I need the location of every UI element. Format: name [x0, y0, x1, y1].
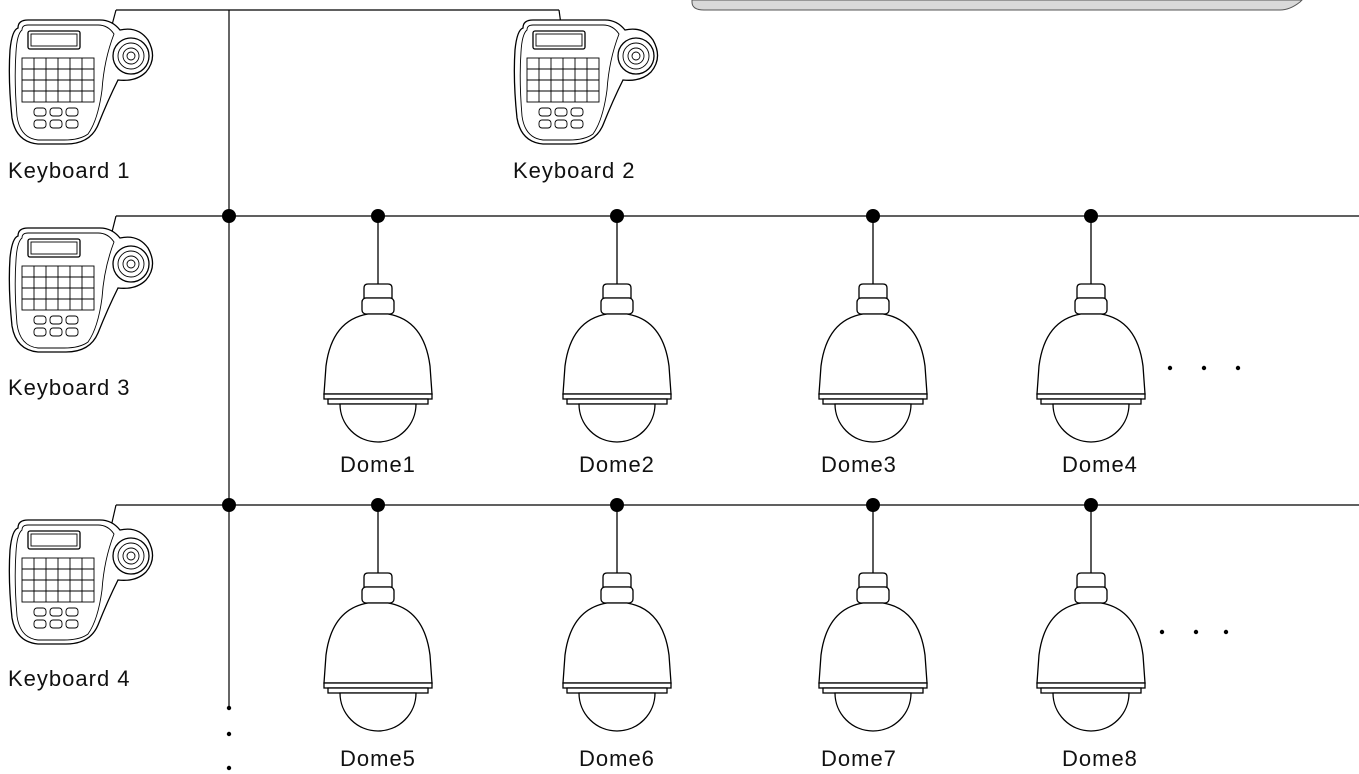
- bus-wiring: [107, 9, 1359, 708]
- keyboard-3-icon: [8, 227, 154, 353]
- dome-2-label: Dome2: [579, 452, 655, 477]
- row-1-more-ellipsis: [1167, 365, 1241, 371]
- dome-row-1: [323, 209, 1146, 443]
- keyboard-4-label: Keyboard 4: [8, 666, 131, 691]
- keyboard-2-label: Keyboard 2: [513, 158, 636, 183]
- dome-2-icon: [562, 215, 672, 443]
- dome-1-label: Dome1: [340, 452, 416, 477]
- dome-6-label: Dome6: [579, 746, 655, 771]
- dome-7-icon: [818, 504, 928, 732]
- keyboard-2-icon: [513, 19, 659, 145]
- dome-8-icon: [1036, 504, 1146, 732]
- dome-5-icon: [323, 504, 433, 732]
- dome-row-2: [323, 498, 1146, 732]
- keyboard-1-label: Keyboard 1: [8, 158, 131, 183]
- dome-3-icon: [818, 215, 928, 443]
- dome-7-label: Dome7: [821, 746, 897, 771]
- junction-nodes: [222, 209, 236, 512]
- info-panel: [691, 0, 1303, 11]
- row-2-more-ellipsis: [1159, 629, 1229, 635]
- dome-1-icon: [323, 215, 433, 443]
- junction-node: [222, 209, 236, 223]
- dome-5-label: Dome5: [340, 746, 416, 771]
- dome-4-icon: [1036, 215, 1146, 443]
- junction-node: [222, 498, 236, 512]
- keyboard-1-icon: [8, 19, 154, 145]
- bus-more-ellipsis: [226, 705, 232, 771]
- dome-4-label: Dome4: [1062, 452, 1138, 477]
- keyboard-3-label: Keyboard 3: [8, 375, 131, 400]
- dome-6-icon: [562, 504, 672, 732]
- dome-8-label: Dome8: [1062, 746, 1138, 771]
- keyboard-4-icon: [8, 519, 154, 645]
- dome-3-label: Dome3: [821, 452, 897, 477]
